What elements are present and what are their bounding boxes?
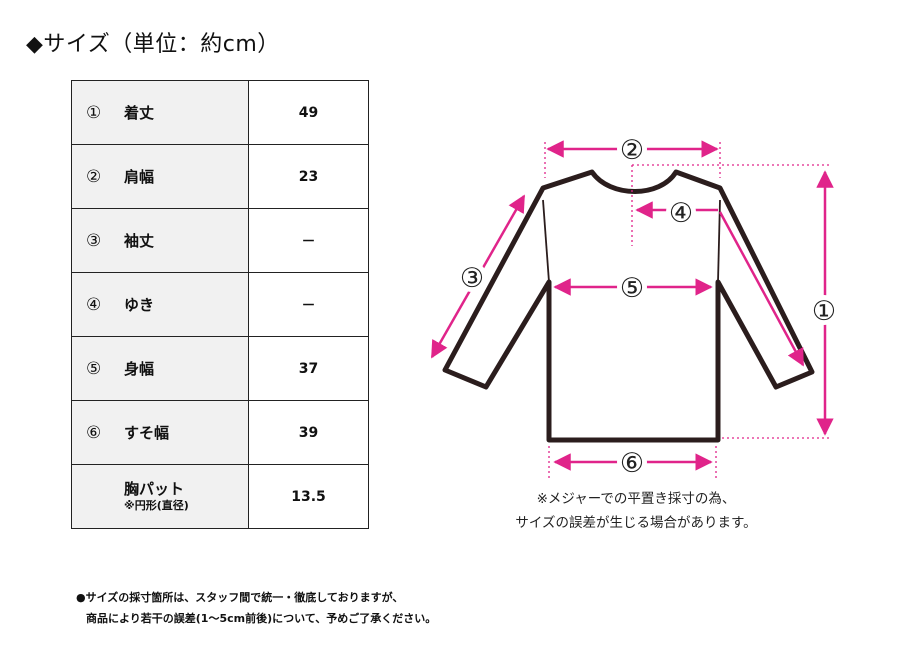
chest-pad-label: 胸パット [124, 480, 185, 499]
table-row-chest: 胸パット ※円形(直径) 13.5 [71, 464, 369, 529]
row-value: 49 [248, 80, 369, 145]
table-row: ① 着丈 49 [71, 80, 369, 145]
measure-arrows [430, 140, 834, 471]
table-row: ④ ゆき － [71, 272, 369, 337]
shirt-outline [442, 169, 815, 443]
row-number: ④ [86, 294, 102, 315]
row-number: ⑤ [86, 358, 102, 379]
measurement-note: ※メジャーでの平置き採寸の為、 サイズの誤差が生じる場合があります。 [430, 487, 842, 535]
row-number: ② [86, 166, 102, 187]
row-number: ③ [86, 230, 102, 251]
row-value: － [248, 272, 369, 337]
note-line-2: サイズの誤差が生じる場合があります。 [515, 515, 757, 531]
arrow-yuki-sleeve [718, 211, 805, 367]
marker-5: ⑤ [620, 273, 644, 304]
row-label: 着丈 [124, 104, 155, 122]
row-value: － [248, 208, 369, 273]
marker-backgrounds [457, 134, 839, 477]
footer-line-1: ●サイズの採寸箇所は、スタッフ間で統一・徹底しておりますが、 [76, 591, 404, 604]
row-value: 23 [248, 144, 369, 209]
marker-4: ④ [669, 198, 693, 229]
table-row: ⑤ 身幅 37 [71, 336, 369, 401]
marker-6: ⑥ [620, 448, 644, 479]
chest-pad-sub: ※円形(直径) [124, 499, 189, 512]
row-label: 袖丈 [124, 232, 155, 250]
row-label: すそ幅 [124, 424, 170, 442]
row-label: 身幅 [124, 360, 155, 378]
row-number: ⑥ [86, 422, 102, 443]
marker-1: ① [812, 296, 836, 327]
guide-lines [544, 142, 832, 480]
chest-pad-value: 13.5 [248, 464, 369, 529]
row-number: ① [86, 102, 102, 123]
page-title: ◆サイズ（単位：約cm） [26, 32, 280, 57]
table-row: ② 肩幅 23 [71, 144, 369, 209]
marker-3: ③ [460, 263, 484, 294]
footer-line-2: 商品により若干の誤差(1～5cm前後)について、予めご了承ください。 [86, 612, 437, 625]
marker-2: ② [620, 135, 644, 166]
table-row: ③ 袖丈 － [71, 208, 369, 273]
row-value: 37 [248, 336, 369, 401]
row-label: ゆき [124, 296, 155, 314]
row-label: 肩幅 [124, 168, 155, 186]
footer-note: ●サイズの採寸箇所は、スタッフ間で統一・徹底しておりますが、 商品により若干の誤… [76, 587, 436, 629]
note-line-1: ※メジャーでの平置き採寸の為、 [536, 491, 736, 507]
